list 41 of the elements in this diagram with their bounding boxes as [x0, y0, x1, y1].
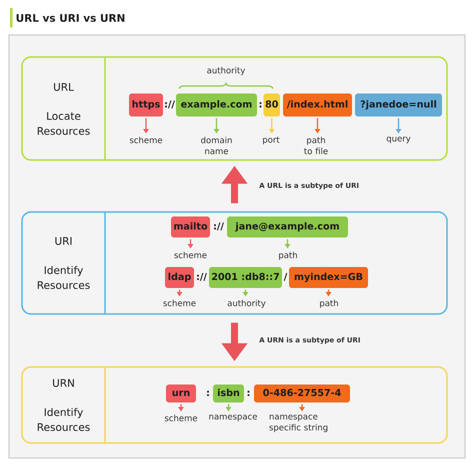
highlighted-segment: example.com: [176, 94, 257, 116]
section-description: Identify Resources: [38, 408, 90, 432]
highlighted-segment: myindex=GB: [289, 267, 368, 288]
part-label: namespace specific string: [269, 414, 328, 432]
title: URL vs URI vs URN: [16, 14, 124, 22]
part-label: scheme: [164, 414, 198, 422]
highlighted-segment: mailto: [171, 216, 210, 238]
section-heading: URN: [53, 379, 74, 387]
part-label: authority: [228, 300, 266, 308]
highlighted-segment: 2001 :db8::7: [209, 267, 282, 288]
highlighted-segment: 80: [264, 94, 280, 116]
separator: :: [260, 102, 262, 108]
part-label: path to file: [304, 136, 328, 154]
part-label: path: [279, 252, 297, 260]
part-label: query: [386, 136, 410, 144]
highlighted-segment: urn: [166, 384, 196, 402]
separator: /: [284, 273, 288, 281]
highlighted-segment: ldap: [165, 267, 194, 288]
highlighted-segment: /index.html: [283, 94, 352, 116]
part-label: namespace: [209, 414, 257, 422]
part-label: scheme: [163, 300, 196, 306]
highlighted-segment: https: [129, 94, 163, 116]
highlighted-segment: isbn: [213, 384, 244, 402]
section-description: Locate Resources: [38, 112, 90, 135]
separator: ://: [197, 273, 207, 281]
section-description: Identify Resources: [38, 266, 90, 290]
separator: ://: [165, 100, 175, 108]
separator: :: [248, 390, 250, 396]
highlighted-segment: ?janedoe=null: [355, 94, 442, 116]
highlighted-segment: 0-486-27557-4: [254, 384, 350, 402]
part-label: path: [320, 300, 338, 308]
brace-label: authority: [207, 66, 246, 76]
separator: ://: [214, 222, 224, 230]
highlighted-segment: jane@example.com: [227, 216, 348, 238]
section-heading: URL: [54, 83, 74, 91]
separator: :: [207, 390, 209, 396]
section-heading: URI: [55, 237, 72, 245]
part-label: scheme: [130, 136, 162, 144]
part-label: domain name: [201, 136, 232, 154]
part-label: scheme: [174, 252, 207, 258]
part-label: port: [263, 136, 280, 144]
